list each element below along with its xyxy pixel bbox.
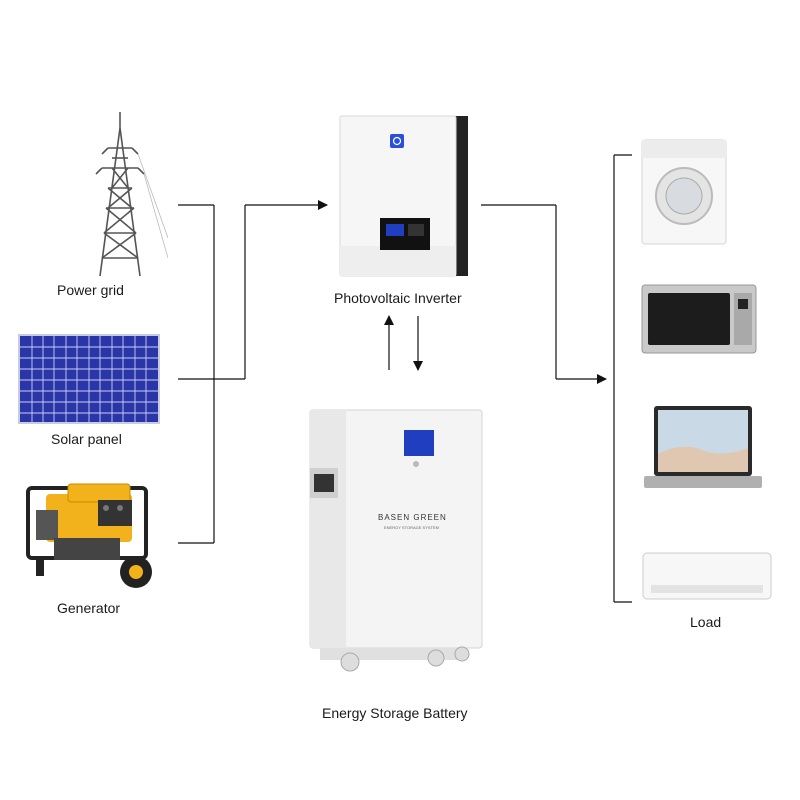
power-tower-icon xyxy=(88,108,168,280)
solar-panel-icon xyxy=(18,334,160,424)
washing-machine-icon xyxy=(640,138,728,246)
laptop-icon xyxy=(642,404,764,494)
generator-icon xyxy=(24,480,158,590)
battery-brand-text: BASEN GREEN xyxy=(378,513,447,522)
inverter-power-icon xyxy=(390,134,404,148)
battery-label: Energy Storage Battery xyxy=(322,705,468,721)
solar-panel-label: Solar panel xyxy=(51,431,122,447)
microwave-icon xyxy=(640,283,758,355)
inverter-icon xyxy=(336,112,470,280)
inverter-label: Photovoltaic Inverter xyxy=(334,290,462,306)
load-label: Load xyxy=(690,614,721,630)
battery-subtitle-text: ENERGY STORAGE SYSTEM xyxy=(384,525,439,530)
air-conditioner-icon xyxy=(641,551,773,603)
battery-display xyxy=(404,430,434,456)
power-grid-label: Power grid xyxy=(57,282,124,298)
battery-icon xyxy=(306,408,484,678)
generator-label: Generator xyxy=(57,600,120,616)
